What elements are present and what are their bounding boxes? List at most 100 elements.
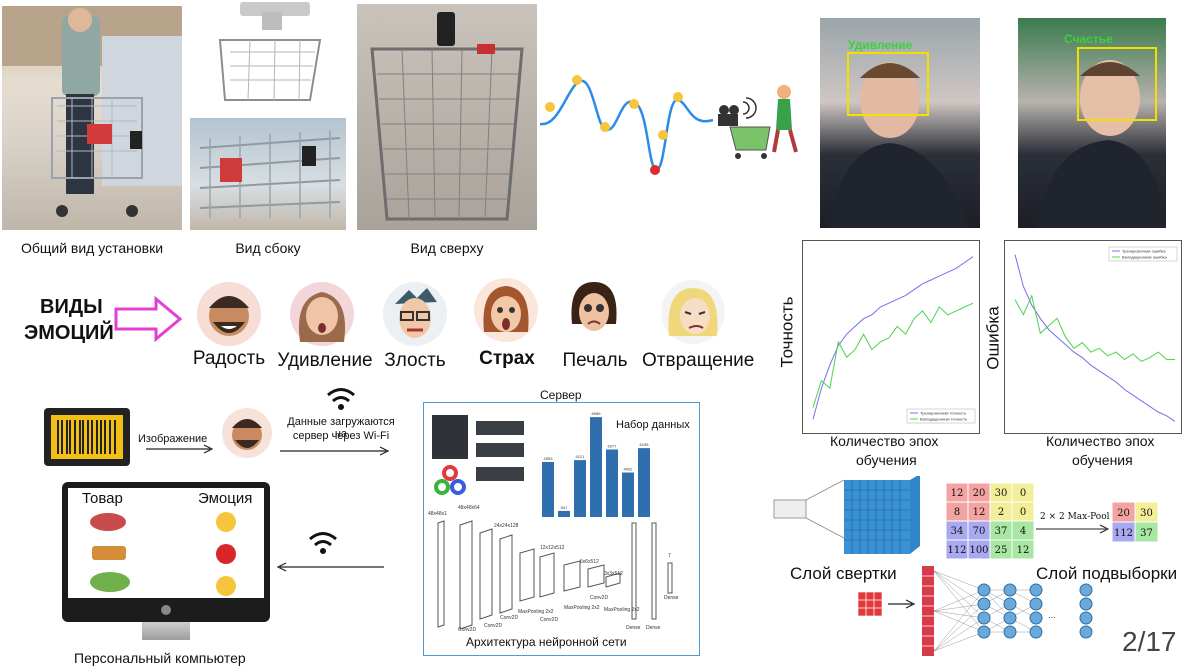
wifi-icon xyxy=(327,388,355,410)
pool-output-matrix: 20 30 112 37 xyxy=(1111,501,1159,547)
arrow-to-face xyxy=(146,444,214,454)
server-rack-icon xyxy=(432,415,524,481)
dataset-bar-label: 6077 xyxy=(608,443,618,448)
pooled-cell: 20 xyxy=(1117,508,1130,519)
dataset-title: Набор данных xyxy=(616,419,690,431)
opencv-logo-icon xyxy=(434,465,466,495)
emotion-face-anger xyxy=(383,282,447,346)
face-surprise-drawing xyxy=(830,52,970,228)
emotion-label-surprise: Удивление xyxy=(277,350,373,371)
image-label: Изображение xyxy=(138,433,208,445)
face-label-surprise: Удивление xyxy=(848,38,913,52)
pool-output-grid: 20 30 112 37 xyxy=(1111,501,1159,543)
side-view-caption: Вид сбоку xyxy=(235,240,301,256)
angry-emoji-icon xyxy=(216,544,236,564)
pooled-cell: 30 xyxy=(1140,508,1153,519)
nn-op-label: Dense xyxy=(664,595,679,601)
dataset-bar xyxy=(622,472,634,517)
nn-op-label: Conv2D xyxy=(458,627,476,633)
photo-general-view xyxy=(2,6,182,230)
emoji-icon xyxy=(650,165,660,175)
dataset-bar xyxy=(574,460,586,517)
dataset-bar xyxy=(558,510,570,517)
general-view-illustration xyxy=(2,6,182,217)
emotion-face-fear xyxy=(474,278,538,342)
emoji-icon xyxy=(673,92,683,102)
matrix-cell: 34 xyxy=(951,526,964,537)
upload-label-line2: сервер через Wi-Fi xyxy=(292,430,390,442)
nn-layer-label: 48x48x1 xyxy=(428,511,447,517)
face-photo-surprise: Удивление xyxy=(820,18,980,228)
emoji-icon xyxy=(572,75,582,85)
legend-entry: Тренировочная ошибка xyxy=(1122,249,1166,254)
nn-op-label: Dense xyxy=(626,625,641,631)
product-images xyxy=(90,513,130,592)
wifi-icon xyxy=(309,532,337,554)
nn-op-label: Conv2D xyxy=(590,595,608,601)
nn-op-label: Conv2D xyxy=(484,623,502,629)
nn-layer-label: 24x24x128 xyxy=(494,523,519,529)
matrix-cell: 25 xyxy=(995,545,1008,556)
emotion-wave xyxy=(539,75,798,175)
emotion-label-disgust: Отвращение xyxy=(642,350,755,371)
emotion-face-sadness xyxy=(562,276,626,340)
apple-logo-icon xyxy=(161,605,171,615)
emoji-icon xyxy=(658,130,668,140)
conv-caption: Слой свертки xyxy=(790,564,897,583)
pooled-cell: 112 xyxy=(1114,528,1133,539)
product-header: Товар xyxy=(82,490,123,507)
general-view-caption: Общий вид установки xyxy=(20,240,164,256)
dataset-bar xyxy=(606,449,618,517)
face-label-happiness: Счастье xyxy=(1064,32,1113,46)
face-happiness-drawing xyxy=(1038,47,1166,228)
pooled-cell: 37 xyxy=(1140,528,1153,539)
top-view-illustration xyxy=(370,12,524,221)
emotion-label-joy: Радость xyxy=(192,348,266,369)
conv-volume xyxy=(844,476,920,554)
emotions-heading-line1: ВИДЫ xyxy=(40,296,103,318)
detected-face-avatar xyxy=(222,408,272,458)
loss-xlabel-line2: обучения xyxy=(1072,452,1133,468)
meat-icon xyxy=(90,513,126,531)
barcode-icon xyxy=(51,415,123,459)
emotion-face-surprise xyxy=(290,282,354,346)
photo-top-view xyxy=(357,4,537,230)
nn-caption: Архитектура нейронной сети xyxy=(466,635,627,649)
ellipsis-text: ... xyxy=(1048,610,1056,620)
input-vector xyxy=(922,566,934,656)
nn-layer-label: 12x12x512 xyxy=(540,545,565,551)
nn-architecture: 48x48x1 48x48x64 24x24x128 12x12x512 6x6… xyxy=(428,505,679,633)
face-photo-happiness: Счастье xyxy=(1018,18,1166,228)
top-view-caption: Вид сверху xyxy=(410,240,484,256)
dataset-bar xyxy=(590,417,602,517)
emotion-face-disgust xyxy=(661,280,725,344)
arrow-to-server xyxy=(280,446,390,456)
pc-screen: Товар Эмоция xyxy=(68,488,264,598)
accuracy-xlabel-line1: Количество эпох xyxy=(830,433,939,449)
pc-stand xyxy=(142,622,190,640)
matrix-cell: 0 xyxy=(1020,488,1026,499)
accuracy-xlabel-line2: обучения xyxy=(856,452,917,468)
matrix-cell: 12 xyxy=(973,507,986,518)
series-line xyxy=(812,256,974,420)
server-title: Сервер xyxy=(540,388,582,402)
snacks-icon xyxy=(92,546,126,560)
dataset-bar xyxy=(542,461,554,517)
dataset-bar-label: 4002 xyxy=(624,467,634,472)
emotion-face-joy xyxy=(197,282,261,346)
dataset-bar-label: 8989 xyxy=(592,411,602,416)
matrix-cell: 0 xyxy=(1020,507,1026,518)
matrix-cell: 100 xyxy=(969,545,988,556)
accuracy-ylabel: Точность xyxy=(777,296,797,368)
confused-emoji-icon xyxy=(216,512,236,532)
emoji-icon xyxy=(545,102,555,112)
nn-op-label: MaxPooling 2x2 xyxy=(564,605,600,611)
nn-op-label: MaxPooling 2x2 xyxy=(518,609,554,615)
matrix-cell: 20 xyxy=(973,488,986,499)
dataset-bar xyxy=(638,448,650,517)
